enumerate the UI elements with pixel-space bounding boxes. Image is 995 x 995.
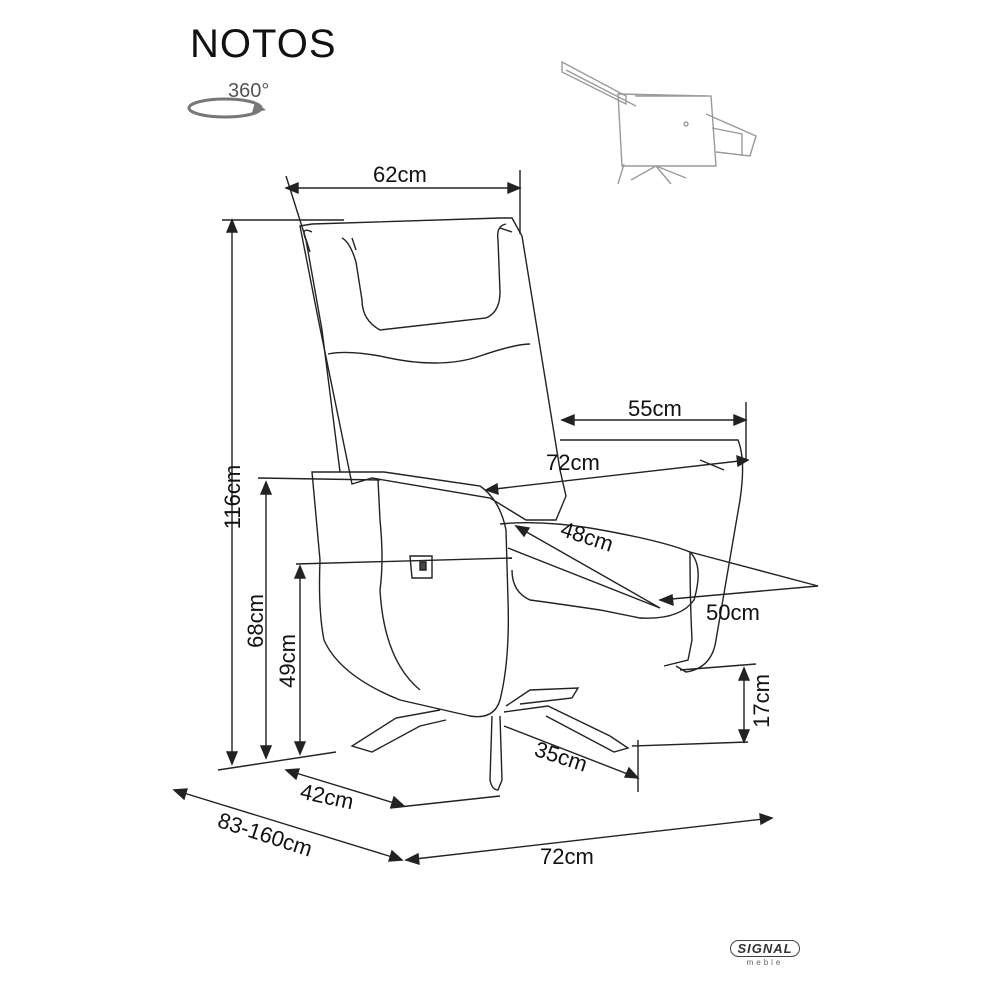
recliner-chair-outline [299,217,744,791]
base-height-label: 17cm [749,674,774,728]
armrest-depth-label: 55cm [628,396,682,421]
product-title: NOTOS [190,22,337,66]
seat-width-label: 50cm [706,600,760,625]
brand-name: SIGNAL [730,940,800,957]
rotation-360-icon: 360° [180,80,280,135]
overall-width-top-label: 72cm [546,450,600,475]
backrest-width-label: 62cm [373,162,427,187]
reclined-chair-thumbnail [556,56,761,196]
seat-height-label: 49cm [275,634,300,688]
dimension-lines [172,170,819,865]
armrest-height-label: 68cm [243,594,268,648]
overall-height-label: 116cm [220,464,245,530]
rotation-label: 360° [228,80,270,102]
overall-width-bottom-label: 72cm [540,844,594,869]
brand-sub: meble [746,958,784,967]
signal-brand-logo: SIGNAL meble [710,940,820,967]
